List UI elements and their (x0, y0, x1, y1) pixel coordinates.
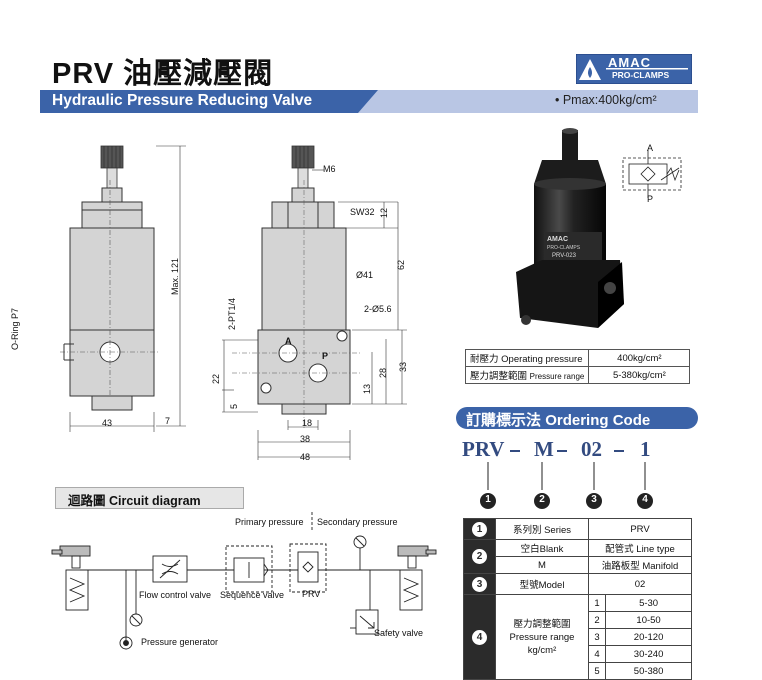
model-label: 型號Model (495, 573, 589, 595)
knob (100, 145, 124, 197)
range-label: 壓力調整範圍 Pressure range kg/cm² (495, 594, 589, 680)
row-marker: 4 (472, 629, 487, 645)
subtitle-band (40, 90, 698, 113)
amac-logo (576, 54, 692, 84)
dim-12: 12 (379, 207, 389, 218)
ordering-header (456, 407, 698, 429)
spec-row: 耐壓力 Operating pressure 400kg/cm² (464, 349, 691, 367)
range-num: 4 (587, 645, 607, 663)
marker-1: 1 (485, 494, 491, 505)
code-02: 02 (581, 437, 602, 461)
oring-label: O-Ring P7 (10, 307, 20, 350)
dim-5: 5 (229, 403, 239, 409)
range-num: 2 (587, 611, 607, 629)
ordering-row: M 油路板型 Manifold (464, 556, 692, 574)
max-pressure-note: • Pmax:400kg/cm² (555, 93, 657, 107)
code-pointers (480, 462, 653, 509)
dim-62: 62 (396, 259, 406, 270)
marker-2: 2 (539, 494, 545, 505)
port-p-label: P (322, 351, 329, 361)
secondary-pressure-label: Secondary pressure (317, 517, 398, 527)
dim-22: 22 (211, 373, 221, 384)
dim-18: 18 (302, 418, 313, 428)
side-view-drawing (222, 145, 407, 460)
logo-subtext: PRO-CLAMPS (612, 70, 670, 80)
model-value: 02 (588, 573, 692, 595)
primary-pressure-label: Primary pressure (235, 517, 304, 527)
safety-valve-label: Safety valve (374, 628, 424, 638)
spec-value: 5-380kg/cm² (588, 366, 691, 384)
dim-28: 28 (378, 367, 388, 378)
marker-4: 4 (642, 494, 648, 505)
dim-38: 38 (300, 434, 311, 444)
m-label: M (495, 556, 589, 574)
ordering-title: 訂購標示法 Ordering Code (466, 412, 651, 429)
ordering-row: 1 系列別 Series PRV (463, 518, 692, 540)
spec-label: 耐壓力 Operating pressure (464, 349, 590, 367)
series-label: 系列別 Series (495, 518, 589, 540)
photo-brand: AMAC (547, 236, 568, 243)
blank-label: 空白Blank (495, 539, 589, 557)
spec-value: 400kg/cm² (588, 349, 691, 367)
dim-d41: Ø41 (356, 270, 374, 280)
symbol-a-label: A (647, 143, 654, 153)
range-num: 5 (587, 662, 607, 680)
spec-label: 壓力調整範圍 Pressure range (464, 366, 590, 384)
range-num: 1 (587, 594, 607, 612)
row-marker: 2 (472, 549, 487, 564)
range-value: 5-30 (605, 594, 692, 612)
dim-2pt: 2-PT1/4 (227, 297, 237, 330)
code-dash (614, 450, 624, 452)
code-prv: PRV (462, 437, 505, 461)
photo-sub: PRO-CLAMPS (547, 245, 581, 251)
range-value: 50-380 (605, 662, 692, 680)
dim-m6: M6 (323, 164, 336, 174)
dim-33: 33 (398, 361, 408, 372)
series-value: PRV (588, 518, 692, 540)
dim-2d56: 2-Ø5.6 (364, 304, 392, 314)
range-value: 20-120 (605, 628, 692, 646)
dim-13: 13 (362, 383, 372, 394)
range-num: 3 (587, 628, 607, 646)
photo-model: PRV-023 (552, 253, 576, 259)
range-value: 30-240 (605, 645, 692, 663)
front-view-drawing (60, 145, 186, 432)
ordering-row: 3 型號Model 02 (463, 573, 692, 595)
valve-symbol (622, 150, 682, 198)
prv-label: PRV (302, 589, 321, 599)
m-value: 油路板型 Manifold (588, 556, 692, 574)
code-dash (510, 450, 520, 452)
circuit-header (55, 487, 244, 509)
spec-table: 耐壓力 Operating pressure 400kg/cm² 壓力調整範圍 … (464, 349, 691, 384)
port-a-label: A (285, 336, 292, 346)
code-m: M (534, 437, 554, 461)
circuit-diagram (51, 512, 437, 650)
dim-43: 43 (102, 418, 113, 428)
product-photo (516, 128, 624, 328)
spec-row: 壓力調整範圍 Pressure range 5-380kg/cm² (464, 366, 691, 384)
pressure-generator-label: Pressure generator (141, 637, 219, 647)
blank-value: 配管式 Line type (588, 539, 692, 557)
code-dash (557, 450, 567, 452)
page-title: PRV 油壓減壓閥 (52, 58, 274, 90)
max121-label: Max. 121 (170, 257, 180, 295)
circuit-title: 迴路圖 Circuit diagram (68, 494, 201, 508)
row-marker: 1 (472, 521, 487, 537)
ordering-row: 2 空白Blank 配管式 Line type (463, 539, 692, 574)
dim-sw32: SW32 (350, 207, 375, 217)
ordering-table: 1 系列別 Series PRV 2 空白Blank 配管式 Line type… (463, 518, 692, 680)
marker-3: 3 (591, 494, 597, 505)
dim-7: 7 (165, 416, 171, 426)
ordering-row: 4 壓力調整範圍 Pressure range kg/cm² 1 5-30 (463, 594, 692, 680)
logo-text: AMAC (608, 55, 651, 70)
sequence-valve-label: Sequence valve (220, 590, 285, 600)
code-1: 1 (640, 437, 651, 461)
row-marker: 3 (472, 576, 487, 592)
range-value: 10-50 (605, 611, 692, 629)
dim-48: 48 (300, 452, 311, 462)
symbol-p-label: P (647, 194, 654, 204)
page-subtitle: Hydraulic Pressure Reducing Valve (52, 92, 313, 109)
flow-control-label: Flow control valve (139, 590, 212, 600)
